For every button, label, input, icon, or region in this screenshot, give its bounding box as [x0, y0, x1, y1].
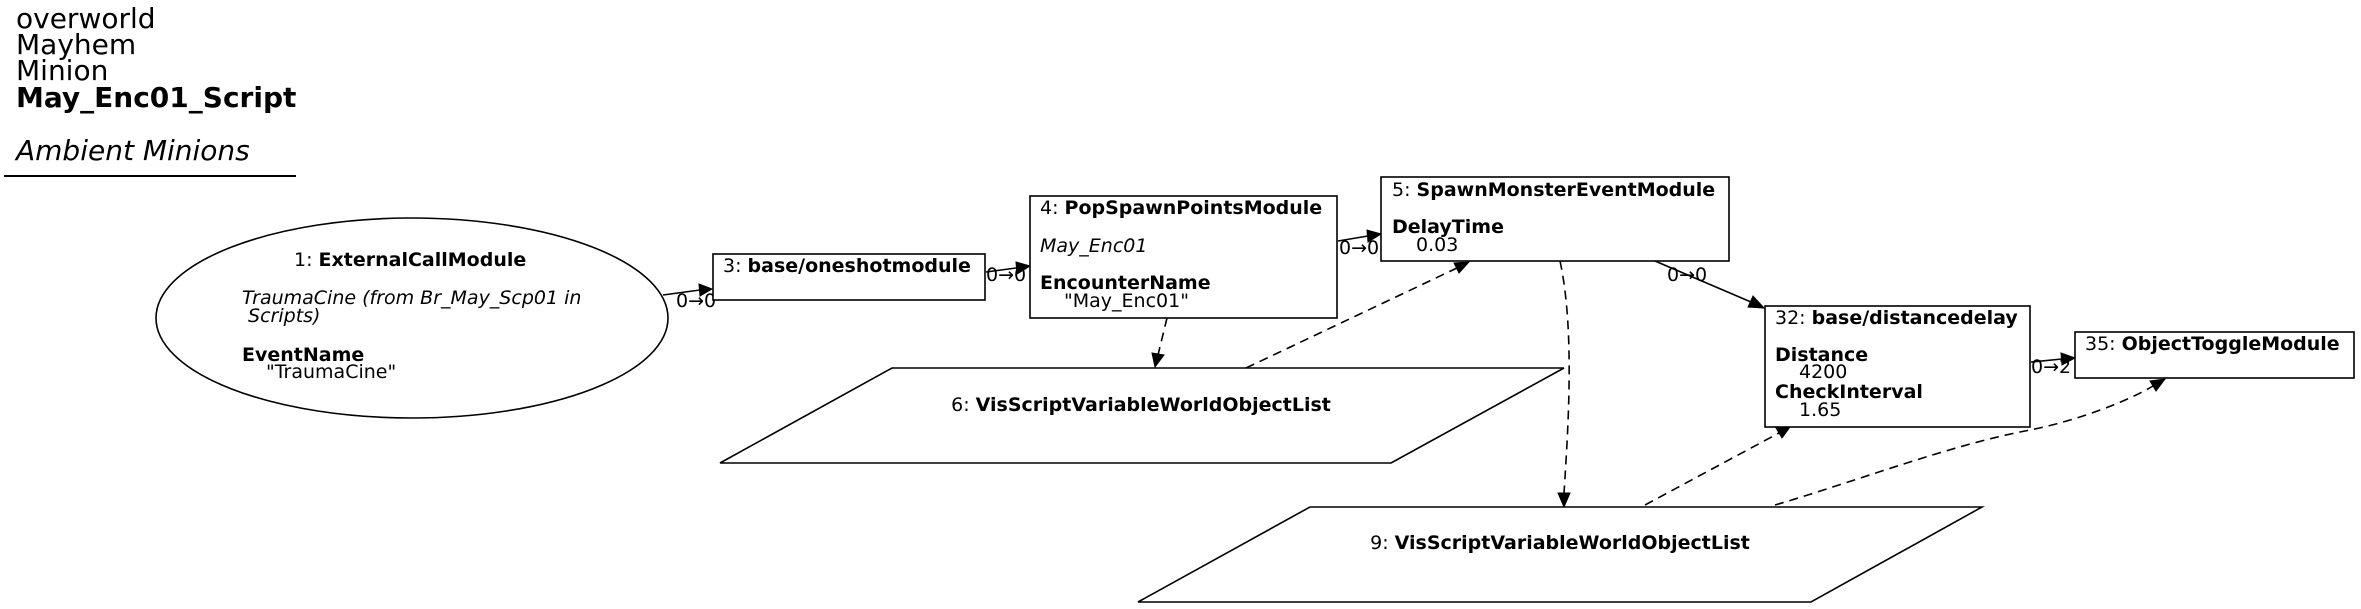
svg-text:5: SpawnMonsterEventModule: 5: SpawnMonsterEventModule [1392, 179, 1715, 201]
link-9-to-35 [1774, 378, 2167, 506]
svg-text:DelayTime: DelayTime [1392, 216, 1504, 238]
link-6-to-5 [1245, 261, 1471, 369]
edge-label-1-3: 0→0 [676, 290, 716, 312]
svg-text:May_Enc01: May_Enc01 [1040, 235, 1147, 257]
script-description: Ambient Minions [16, 134, 250, 167]
svg-text:TraumaCine (from Br_May_Scp01: TraumaCine (from Br_May_Scp01 in [242, 287, 581, 309]
svg-text:6: VisScriptVariableWorldObjec: 6: VisScriptVariableWorldObjectList [951, 394, 1331, 416]
header-line-overworld: overworld [16, 2, 156, 35]
link-4-to-6 [1151, 317, 1168, 369]
script-title: May_Enc01_Script [16, 81, 297, 114]
svg-text:EventName: EventName [242, 344, 364, 366]
header-line-minion: Minion [16, 54, 109, 87]
svg-text:0.03: 0.03 [1416, 234, 1458, 256]
link-5-to-9 [1557, 260, 1571, 509]
edge-32-to-35: 0→2 [2030, 352, 2077, 378]
node-3-oneshotmodule[interactable]: 3: base/oneshotmodule [712, 253, 986, 301]
svg-text:Scripts): Scripts) [242, 305, 320, 327]
svg-text:"May_Enc01": "May_Enc01" [1064, 290, 1189, 312]
edge-4-to-5: 0→0 [1337, 229, 1383, 259]
node-35-objecttogglemodule[interactable]: 35: ObjectToggleModule [2074, 331, 2355, 379]
edge-1-to-3: 0→0 [662, 283, 716, 312]
svg-text:32: base/distancedelay: 32: base/distancedelay [1775, 307, 2018, 329]
node-6-visscriptvariableworldobjectlist[interactable]: 6: VisScriptVariableWorldObjectList [719, 367, 1565, 464]
edge-3-to-4: 0→0 [985, 261, 1032, 286]
svg-text:9: VisScriptVariableWorldObjec: 9: VisScriptVariableWorldObjectList [1370, 532, 1750, 554]
svg-text:1: ExternalCallModule: 1: ExternalCallModule [294, 249, 526, 271]
svg-text:"TraumaCine": "TraumaCine" [266, 361, 396, 383]
svg-text:CheckInterval: CheckInterval [1775, 381, 1923, 403]
edge-label-5-32: 0→0 [1667, 264, 1707, 286]
edge-label-3-4: 0→0 [986, 264, 1026, 286]
header-underline [4, 175, 296, 177]
node-4-popspawnpointsmodule[interactable]: 4: PopSpawnPointsModule May_Enc01 Encoun… [1029, 195, 1338, 319]
node-5-spawnmonstereventmodule[interactable]: 5: SpawnMonsterEventModule DelayTime 0.0… [1380, 176, 1730, 262]
svg-text:3: base/oneshotmodule: 3: base/oneshotmodule [723, 255, 971, 277]
edge-5-to-32: 0→0 [1654, 260, 1766, 309]
svg-text:4: PopSpawnPointsModule: 4: PopSpawnPointsModule [1040, 197, 1322, 219]
svg-text:EncounterName: EncounterName [1040, 272, 1211, 294]
svg-text:1.65: 1.65 [1799, 399, 1841, 421]
svg-text:Distance: Distance [1775, 344, 1868, 366]
edge-label-4-5: 0→0 [1339, 237, 1379, 259]
svg-text:35: ObjectToggleModule: 35: ObjectToggleModule [2085, 333, 2340, 355]
svg-text:4200: 4200 [1799, 361, 1847, 383]
header-line-mayhem: Mayhem [16, 28, 137, 61]
node-9-visscriptvariableworldobjectlist[interactable]: 9: VisScriptVariableWorldObjectList [1137, 506, 1986, 603]
node-32-distancedelay[interactable]: 32: base/distancedelay Distance 4200 Che… [1764, 305, 2031, 428]
node-1-externalcallmodule[interactable]: 1: ExternalCallModule TraumaCine (from B… [155, 217, 669, 419]
edge-label-32-35: 0→2 [2031, 356, 2071, 378]
link-9-to-32 [1644, 426, 1792, 506]
